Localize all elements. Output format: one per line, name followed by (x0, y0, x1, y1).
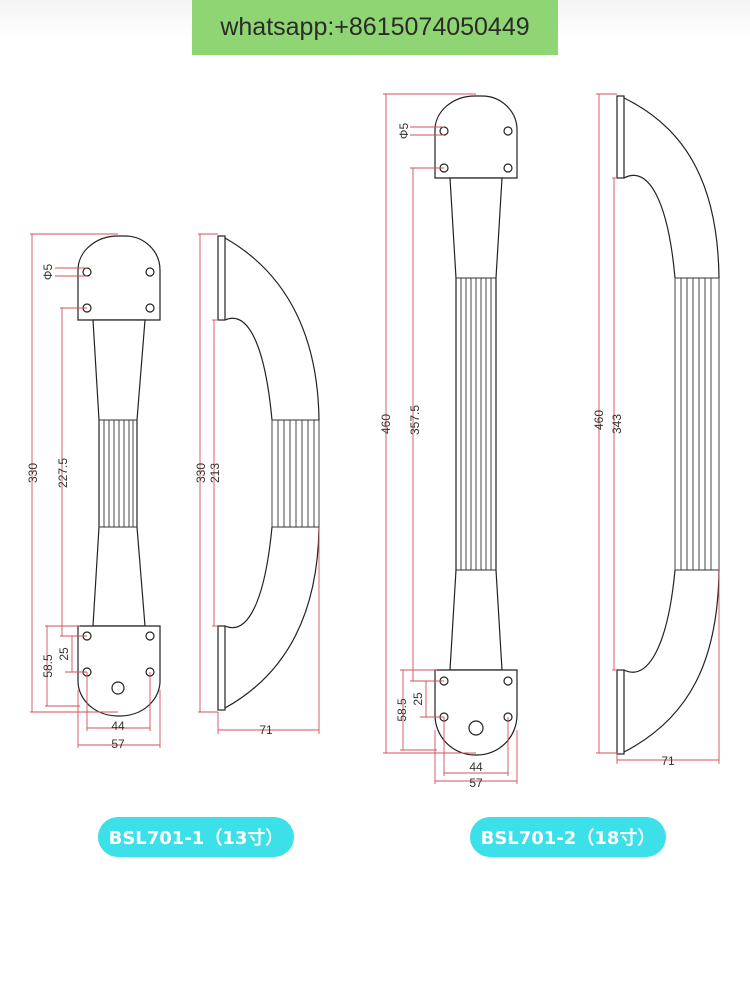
model2-name-label: BSL701-2（18寸） (470, 817, 666, 857)
model1-side-dimension-lines (198, 233, 320, 734)
model2-front-inner-width: 44 (469, 760, 483, 774)
model2-side-projection: 71 (661, 754, 675, 768)
model1-front-outer-width: 57 (111, 737, 125, 751)
model2-side-view: 460 343 71 (592, 93, 720, 768)
model2-side-dimension-lines (596, 93, 720, 764)
model2-front-outer-width: 57 (469, 776, 483, 790)
model2-side-total-length: 460 (592, 410, 606, 430)
model1-front-hole-offset: 25 (57, 647, 71, 661)
model1-front-grip-ribs (99, 419, 137, 528)
model2-side-grip-ribs (674, 277, 720, 571)
model1-front-base-depth: 58.5 (41, 654, 55, 678)
model1-side-total-length: 330 (194, 463, 208, 483)
model1-side-grip-ribs (271, 419, 320, 528)
model1-front-inner-width: 44 (111, 719, 125, 733)
model1-side-grip-length: 213 (208, 463, 222, 483)
model2-front-grip-ribs (456, 277, 496, 571)
model2-front-hole-spacing: 357.5 (408, 405, 422, 435)
model1-side-projection: 71 (259, 723, 273, 737)
model2-side-grip-length: 343 (610, 414, 624, 434)
model1-side-view: 330 213 71 (194, 233, 320, 737)
model2-front-base-depth: 58.5 (395, 698, 409, 722)
model1-name-label: BSL701-1（13寸） (98, 817, 294, 857)
contact-banner: whatsapp:+8615074050449 (192, 0, 558, 55)
model2-front-dimension-lines (383, 93, 518, 784)
model1-front-dimension-lines (30, 233, 161, 748)
model1-front-hole-spacing: 227.5 (56, 458, 70, 488)
model2-front-view: Φ5 460 357.5 58.5 25 44 57 (379, 93, 518, 790)
model1-front-diameter: Φ5 (41, 264, 55, 281)
model1-front-view: Φ5 330 227.5 58.5 25 44 57 (26, 233, 161, 751)
model2-front-diameter: Φ5 (397, 123, 411, 140)
model1-front-total-length: 330 (26, 463, 40, 483)
model2-front-total-length: 460 (379, 414, 393, 434)
model2-front-hole-offset: 25 (411, 692, 425, 706)
